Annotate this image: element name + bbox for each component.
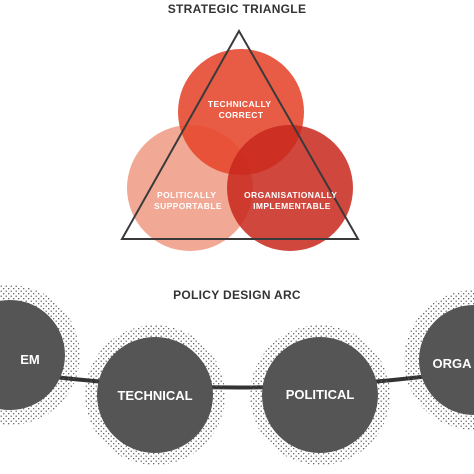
label-organisationally-implementable: ORGANISATIONALLY IMPLEMENTABLE — [244, 190, 340, 211]
node-label-political: POLITICAL — [286, 387, 355, 402]
arc-node-political — [262, 337, 378, 453]
arc-node-em — [0, 300, 65, 410]
node-label-orga: ORGA — [433, 356, 473, 371]
node-label-em: EM — [20, 352, 40, 367]
venn-circles — [127, 49, 353, 251]
policy-design-arc-title: POLICY DESIGN ARC — [173, 288, 301, 302]
strategic-triangle-title: STRATEGIC TRIANGLE — [167, 2, 307, 16]
node-label-technical: TECHNICAL — [117, 388, 192, 403]
arc-node-orga — [419, 305, 474, 415]
arc-halos — [0, 285, 474, 465]
label-politically-supportable: POLITICALLY SUPPORTABLE — [154, 190, 222, 211]
venn-circle-organisationally-implementable — [227, 125, 353, 251]
arc-node-technical — [97, 337, 213, 453]
label-technically-correct: TECHNICALLY CORRECT — [208, 99, 274, 120]
strategic-triangle-outline — [120, 28, 360, 240]
arc-nodes — [0, 300, 474, 453]
